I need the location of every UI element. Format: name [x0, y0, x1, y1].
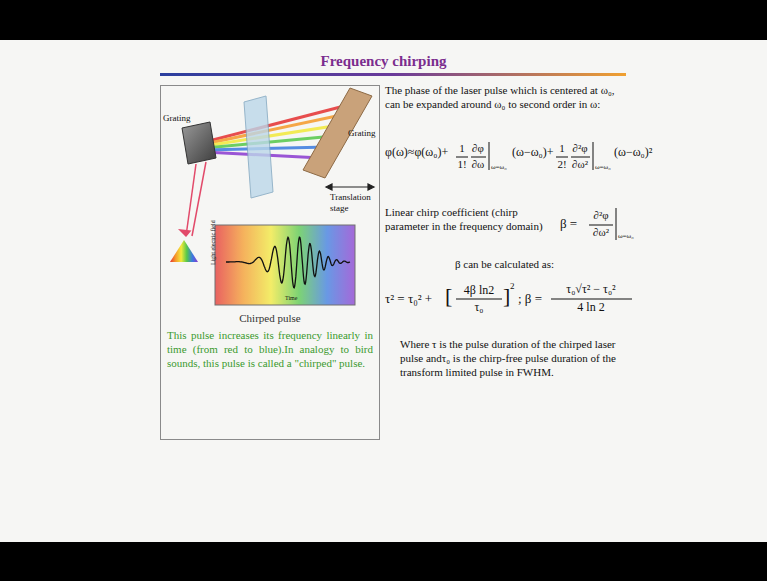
glass-slab	[244, 96, 273, 198]
text-block: Where τ is the pulse duration of the chi…	[400, 338, 632, 379]
chirped-wave	[226, 237, 350, 288]
figure-caption: Chirped pulse	[161, 312, 379, 325]
figure-panel: Chirped pulseThis pulse increases its fr…	[160, 85, 380, 440]
equation-term: ω=ω₀	[618, 232, 634, 240]
equation-term: τ² = τ₀² +	[385, 291, 432, 307]
equation-term: 2!	[557, 158, 566, 171]
equation-term: ω=ω₀	[595, 163, 611, 171]
equation-term: ∂φ	[472, 142, 484, 155]
equation-term: τ₀√τ² − τ₀²	[566, 282, 615, 296]
equation-term: β =	[560, 216, 577, 232]
equation-term: 2	[510, 281, 515, 292]
equation-term: 1	[459, 142, 465, 155]
part-label: Light electric field	[210, 220, 217, 265]
text-block: The phase of the laser pulse which is ce…	[385, 84, 630, 112]
equation-term: 1	[559, 142, 565, 155]
equation-term: ∂ω²	[572, 158, 588, 171]
slide-title: Frequency chirping	[0, 52, 767, 70]
equation-term: τ₀	[474, 300, 483, 314]
text-block: Linear chirp coefficient (chirp paramete…	[385, 206, 550, 234]
equation-term: ∂²φ	[572, 142, 587, 155]
part-label: Grating	[163, 113, 191, 124]
output-beams	[180, 162, 206, 236]
equation-term: 1!	[457, 158, 466, 171]
left-grating	[182, 122, 216, 164]
equation-term: ω=ω₀	[491, 163, 507, 171]
equation-term: 4 ln 2	[577, 300, 604, 314]
equation-term: β can be calculated as:	[455, 258, 554, 271]
title-rule	[160, 73, 626, 76]
equation-term: ∂ω	[472, 158, 485, 171]
equation-term: ]	[503, 283, 510, 309]
part-label: Time	[285, 295, 297, 302]
equation-term: [	[445, 283, 452, 309]
text-block: Translation stage	[330, 192, 376, 215]
equation-term: ∂ω²	[593, 226, 609, 239]
equation-term: ; β =	[518, 291, 542, 307]
figure-note: This pulse increases its frequency linea…	[167, 329, 373, 370]
pulse-plot	[215, 225, 355, 305]
equation-term: ∂²φ	[593, 209, 608, 222]
part-label: Grating	[348, 128, 376, 139]
equation-term: (ω−ω₀)²	[614, 145, 652, 159]
stage-arrow	[326, 184, 374, 190]
slide-ground	[0, 40, 767, 542]
spectrum-triangle	[170, 240, 198, 262]
equation-term: (ω−ω₀)+	[512, 145, 554, 159]
equation-term: φ(ω)≈φ(ω₀)+	[385, 145, 448, 159]
equation-term: 4β ln2	[464, 283, 494, 297]
